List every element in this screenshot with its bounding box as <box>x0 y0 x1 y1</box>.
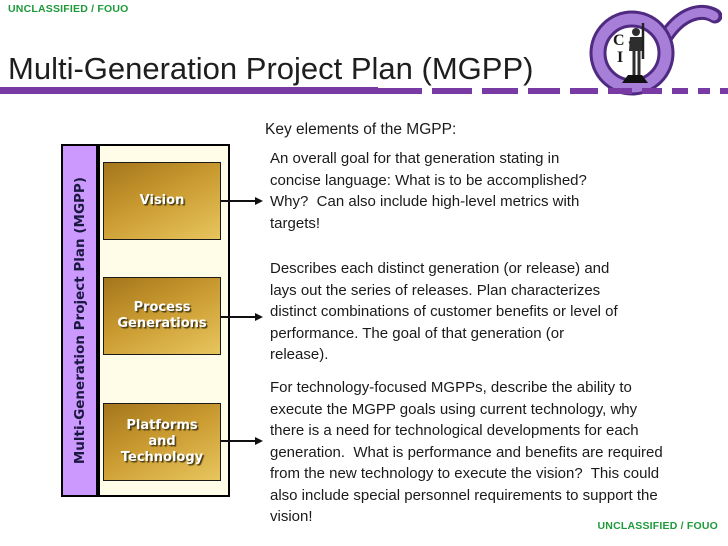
sigma-tail <box>662 8 719 40</box>
slide-title: Multi-Generation Project Plan (MGPP) <box>8 51 534 86</box>
process-generations-description: Describes each distinct generation (or r… <box>270 260 618 363</box>
logo-letter-c: C <box>613 32 625 49</box>
process-generations-connector-arrow <box>221 312 263 321</box>
process-generations-box: Process Generations <box>103 277 221 355</box>
rule-dash <box>608 87 632 94</box>
vision-description: An overall goal for that generation stat… <box>270 150 587 232</box>
key-elements-heading: Key elements of the MGPP: <box>265 121 457 138</box>
logo-letter-i: I <box>617 49 623 66</box>
rule-dash <box>642 87 662 94</box>
rule-dash <box>570 87 598 94</box>
rule-dash <box>720 87 728 94</box>
mgpp-sidebar: Multi-Generation Project Plan (MGPP) <box>61 144 98 497</box>
platforms-technology-connector-arrow <box>221 436 263 445</box>
rule-dash <box>698 87 710 94</box>
platforms-technology-description: For technology-focused MGPPs, describe t… <box>270 379 663 525</box>
title-rule-solid <box>0 87 378 94</box>
platforms-technology-label-line1: Platforms <box>126 418 198 433</box>
minuteman-statue-icon <box>622 23 648 83</box>
vision-connector-arrow <box>221 196 263 205</box>
vision-box: Vision <box>103 162 221 240</box>
platforms-technology-label-line3: Technology <box>120 450 204 465</box>
rule-dash <box>432 87 472 94</box>
platforms-technology-box: Platforms and Technology <box>103 403 221 481</box>
title-rule <box>0 87 728 95</box>
mgpp-sidebar-label: Multi-Generation Project Plan (MGPP) <box>71 176 88 465</box>
classification-banner-top: UNCLASSIFIED / FOUO <box>8 3 129 15</box>
classification-banner-bottom: UNCLASSIFIED / FOUO <box>597 520 718 532</box>
rule-dash <box>378 87 422 94</box>
sigma-ring <box>592 13 672 93</box>
process-generations-label-line1: Process <box>133 300 191 315</box>
title-rule-dashes <box>378 87 728 94</box>
vision-box-label: Vision <box>139 193 185 208</box>
rule-dash <box>482 87 518 94</box>
platforms-technology-label-line2: and <box>148 434 176 449</box>
process-generations-label-line2: Generations <box>117 316 207 331</box>
cpi-sigma-logo: C I <box>589 5 722 96</box>
rule-dash <box>672 87 688 94</box>
rule-dash <box>528 87 560 94</box>
